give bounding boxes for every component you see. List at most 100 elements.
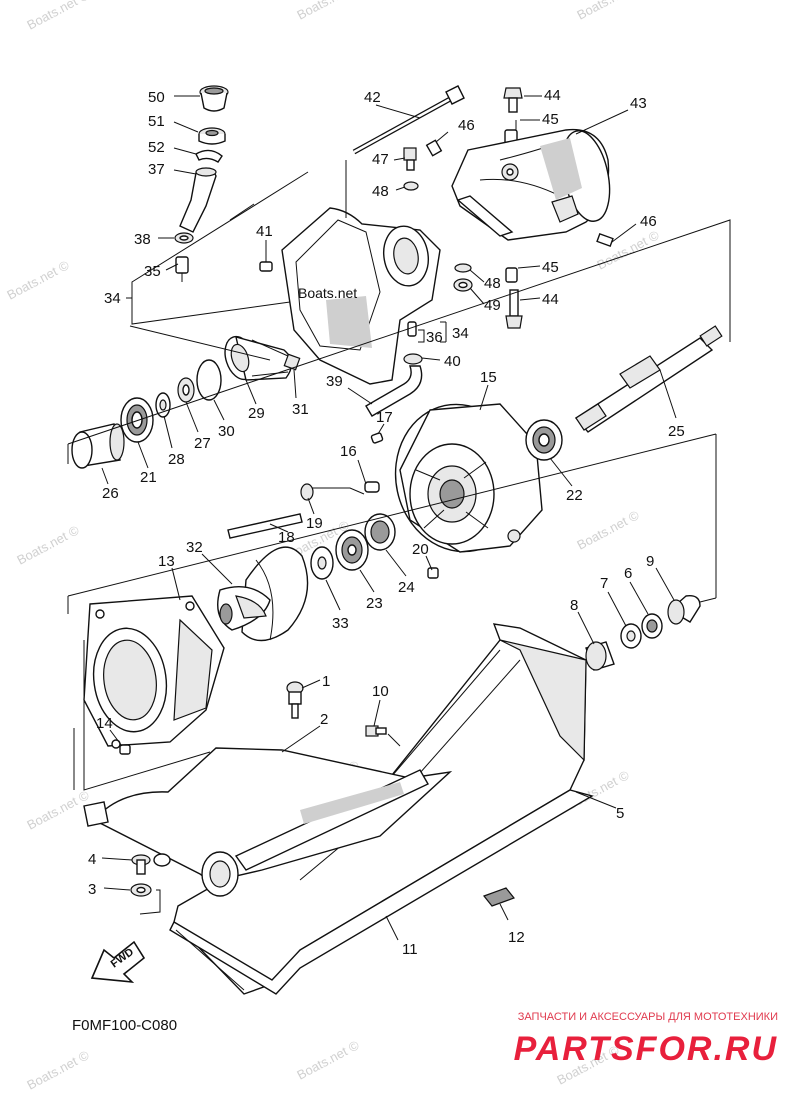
callout-46: 46 — [458, 117, 475, 134]
callout-09: 9 — [646, 553, 654, 570]
callout-25: 25 — [668, 423, 685, 440]
callout-48: 48 — [372, 183, 389, 200]
callout-22: 22 — [566, 487, 583, 504]
callout-42: 42 — [364, 89, 381, 106]
part-20-pin — [427, 567, 439, 579]
callout-30: 30 — [218, 423, 235, 440]
callout-45-lower: 45 — [542, 259, 559, 276]
callout-34: 34 — [104, 290, 121, 307]
callout-49: 49 — [484, 297, 501, 314]
callout-18: 18 — [278, 529, 295, 546]
callout-43: 43 — [630, 95, 647, 112]
callout-21: 21 — [140, 469, 157, 486]
part-06-collar — [641, 613, 663, 639]
callout-10: 10 — [372, 683, 389, 700]
watermark-text: Boats.net © — [14, 522, 82, 567]
callout-03: 3 — [88, 881, 96, 898]
callout-52: 52 — [148, 139, 165, 156]
callout-36: 36 — [426, 329, 443, 346]
part-42-bolt — [352, 85, 465, 155]
callout-01: 1 — [322, 673, 330, 690]
callout-05: 5 — [616, 805, 624, 822]
part-31-bolt — [283, 353, 301, 371]
part-33-washer — [310, 546, 334, 580]
part-50-cap — [199, 85, 229, 112]
part-08-bush — [585, 641, 615, 671]
callout-12: 12 — [508, 929, 525, 946]
callout-39: 39 — [326, 373, 343, 390]
callout-02: 2 — [320, 711, 328, 728]
part-46-bolt-right — [596, 232, 614, 248]
part-35-fitting — [175, 256, 189, 282]
fwd-arrow-icon: FWD — [90, 940, 146, 984]
part-44-bolt-lower — [505, 289, 523, 329]
callout-38: 38 — [134, 231, 151, 248]
watermark-text: Boats.net © — [574, 507, 642, 552]
callout-17: 17 — [376, 409, 393, 426]
part-13-housing — [83, 595, 225, 749]
callout-24: 24 — [398, 579, 415, 596]
watermark-text: Boats.net © — [594, 227, 662, 272]
brand-logo: ЗАПЧАСТИ И АКСЕССУАРЫ ДЛЯ МОТОТЕХНИКИ PA… — [514, 1011, 778, 1068]
part-44-bolt-top — [503, 87, 523, 113]
callout-47: 47 — [372, 151, 389, 168]
callout-11: 11 — [402, 941, 418, 958]
part-46-bolt-upper — [425, 139, 443, 157]
part-39-hose — [365, 365, 423, 417]
callout-06: 6 — [624, 565, 632, 582]
callout-15: 15 — [480, 369, 497, 386]
part-09-cap — [667, 595, 701, 625]
part-24-seal — [364, 513, 396, 551]
watermark-text: Boats.net © — [294, 0, 362, 23]
part-22-bearing — [525, 419, 563, 461]
part-40-clamp — [403, 353, 423, 365]
callout-44-lower: 44 — [542, 291, 559, 308]
watermark-text: Boats.net © — [24, 1047, 92, 1092]
part-27-washer — [177, 377, 195, 403]
callout-37: 37 — [148, 161, 165, 178]
part-30-oring — [196, 359, 222, 401]
callout-31: 31 — [292, 401, 309, 418]
part-45-collar-lower — [505, 267, 518, 283]
callout-labels: 50 51 52 37 38 35 34 41 42 47 48 46 44 4… — [88, 87, 685, 958]
leader-lines — [67, 95, 731, 941]
callout-19: 19 — [306, 515, 323, 532]
part-17-pin — [370, 432, 384, 444]
inline-watermark: Boats.net — [298, 285, 357, 301]
part-51-nut — [198, 127, 226, 145]
callout-44: 44 — [544, 87, 561, 104]
part-16-pin — [364, 481, 380, 493]
callout-23: 23 — [366, 595, 383, 612]
callout-33: 33 — [332, 615, 349, 632]
callout-14: 14 — [96, 715, 113, 732]
watermark-text: Boats.net © — [24, 787, 92, 832]
part-14-pin — [119, 744, 131, 755]
part-15-impeller-housing — [394, 403, 543, 553]
watermark-text: Boats.net © — [24, 0, 92, 33]
callout-29: 29 — [248, 405, 265, 422]
callout-07: 7 — [600, 575, 608, 592]
callout-45: 45 — [542, 111, 559, 128]
callout-34-right: 34 — [452, 325, 469, 342]
part-43-nozzle — [451, 128, 611, 241]
part-21-bearing — [120, 397, 154, 443]
part-37-hose — [179, 167, 217, 233]
part-41-pin — [259, 261, 273, 272]
part-12-pad — [483, 887, 515, 907]
part-19-clip — [300, 483, 314, 501]
callout-28: 28 — [168, 451, 185, 468]
part-38-clamp — [174, 232, 194, 244]
callout-35: 35 — [144, 263, 161, 280]
part-02-tube — [83, 747, 453, 897]
part-29-cone — [224, 335, 293, 381]
part-01-stud — [286, 681, 304, 719]
part-48-washer-lower — [454, 263, 472, 273]
part-drawings: Boats.net — [71, 85, 723, 995]
part-25-driveshaft — [574, 325, 723, 433]
part-04-bolt — [131, 854, 151, 875]
callout-50: 50 — [148, 89, 165, 106]
callout-20: 20 — [412, 541, 429, 558]
part-32-impeller — [217, 546, 309, 642]
part-23-bearing — [335, 529, 369, 571]
